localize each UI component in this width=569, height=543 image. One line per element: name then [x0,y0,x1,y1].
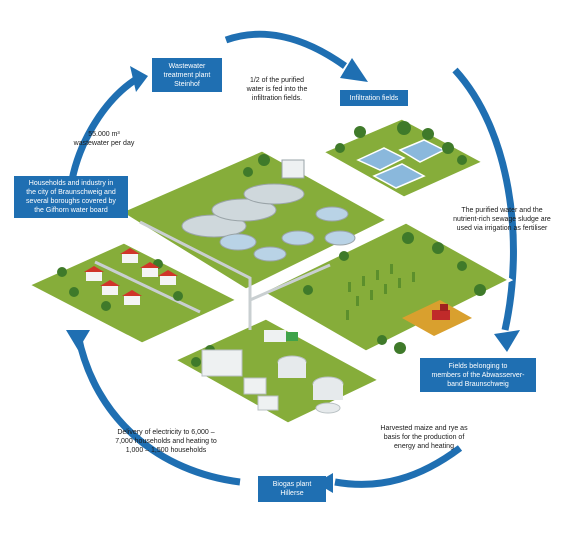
arrow-fields-to-biogas [334,445,463,488]
label-harvested-maize: Harvested maize and rye as basis for the… [380,425,468,450]
arrowhead-fields [494,330,520,352]
arrowhead-wwtp [130,66,148,92]
harvester [432,304,450,320]
roads [94,220,331,330]
box-households-industry: Households and industry in the city of B… [14,176,128,218]
trees [57,121,486,367]
label-half-purified-water: 1/2 of the purified water is fed into th… [246,77,308,102]
maize-stalks [346,264,415,320]
houses [84,248,178,305]
flow-arrows [68,30,517,488]
wwtp-basins [181,159,356,262]
infiltration-ponds [356,139,446,189]
arrowhead-households [66,330,90,350]
arrow-wwtp-to-infiltration [224,30,348,69]
arrowhead-infiltration [340,58,368,82]
biogas-buildings [201,330,344,414]
label-wastewater-per-day: 55.000 m³ wastewater per day [73,131,135,147]
box-fields-members: Fields belonging to members of the Abwas… [420,358,536,392]
arrow-biogas-to-households [74,334,241,486]
box-infiltration-fields: Infiltration fields [340,90,408,106]
box-biogas-plant: Biogas plant Hillerse [258,476,326,502]
label-delivery-electricity: Delivery of electricity to 6,000 – 7,000… [115,429,217,454]
flow-arrowheads [66,58,520,493]
label-purified-water-fertiliser: The purified water and the nutrient-rich… [453,207,551,232]
arrow-infiltration-to-fields [452,67,517,331]
box-wastewater-treatment-plant: Wastewater treatment plant Steinhof [152,58,222,92]
arrow-households-to-wwtp [68,77,137,181]
